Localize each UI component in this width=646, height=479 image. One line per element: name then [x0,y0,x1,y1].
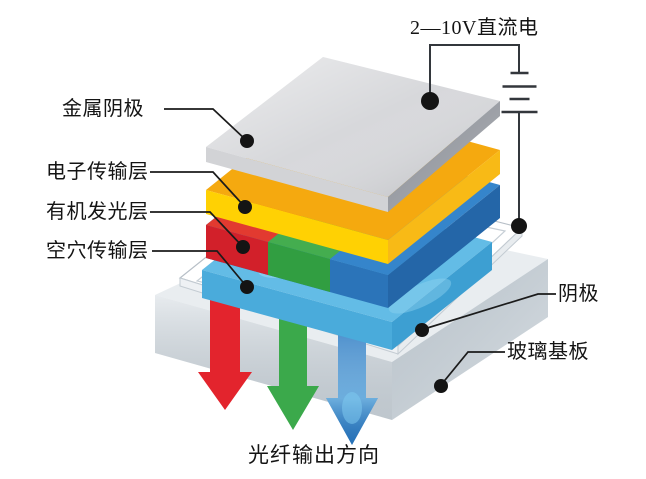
hole-transport-label: 空穴传输层 [46,240,149,262]
power-wire-left [429,44,520,100]
connector-dots [236,92,527,393]
leader-hole-transport [152,250,248,288]
metal-cathode-left-face [206,147,388,212]
dot-electron-transport [238,200,252,214]
hole-transport-right-face [392,242,492,350]
emitting-blue-right-face [388,185,500,308]
power-supply-label: 2—10V直流电 [410,17,539,39]
dot-anode [415,323,429,337]
glass-substrate-label: 玻璃基板 [507,341,589,363]
dot-power-on-anode [511,218,527,234]
emitting-green-front-face [268,242,330,292]
leader-electron-transport [150,171,246,208]
blue-output-arrow-shine [326,330,378,445]
dot-organic-emitting [236,240,250,254]
light-output-arrows [198,296,378,445]
metal-cathode-layer [206,57,500,212]
dot-metal-cathode [240,134,254,148]
organic-emitting-label: 有机发光层 [46,201,149,223]
dot-glass-substrate [434,379,448,393]
metal-cathode-label: 金属阴极 [62,98,144,120]
dot-hole-transport [240,280,254,294]
glass-substrate-right-shading [392,259,548,420]
hole-transport-highlight-2 [388,278,452,314]
red-output-arrow [198,296,252,410]
green-output-arrow [267,312,319,430]
leader-anode [423,293,556,330]
dot-power-on-cathode [421,92,439,110]
electron-transport-right-face [388,150,500,264]
blue-arrow-glow [342,392,362,424]
light-output-label: 光纤输出方向 [248,443,380,467]
electron-transport-label: 电子传输层 [46,161,149,183]
leader-organic-emitting [150,211,244,248]
anode-label: 阴极 [558,283,599,305]
metal-cathode-right-shading [388,101,500,212]
metal-cathode-top-shading [206,57,500,197]
leader-lines [150,108,556,386]
leader-glass-substrate [440,351,505,386]
leader-metal-cathode [164,108,248,142]
power-circuit [429,44,538,224]
